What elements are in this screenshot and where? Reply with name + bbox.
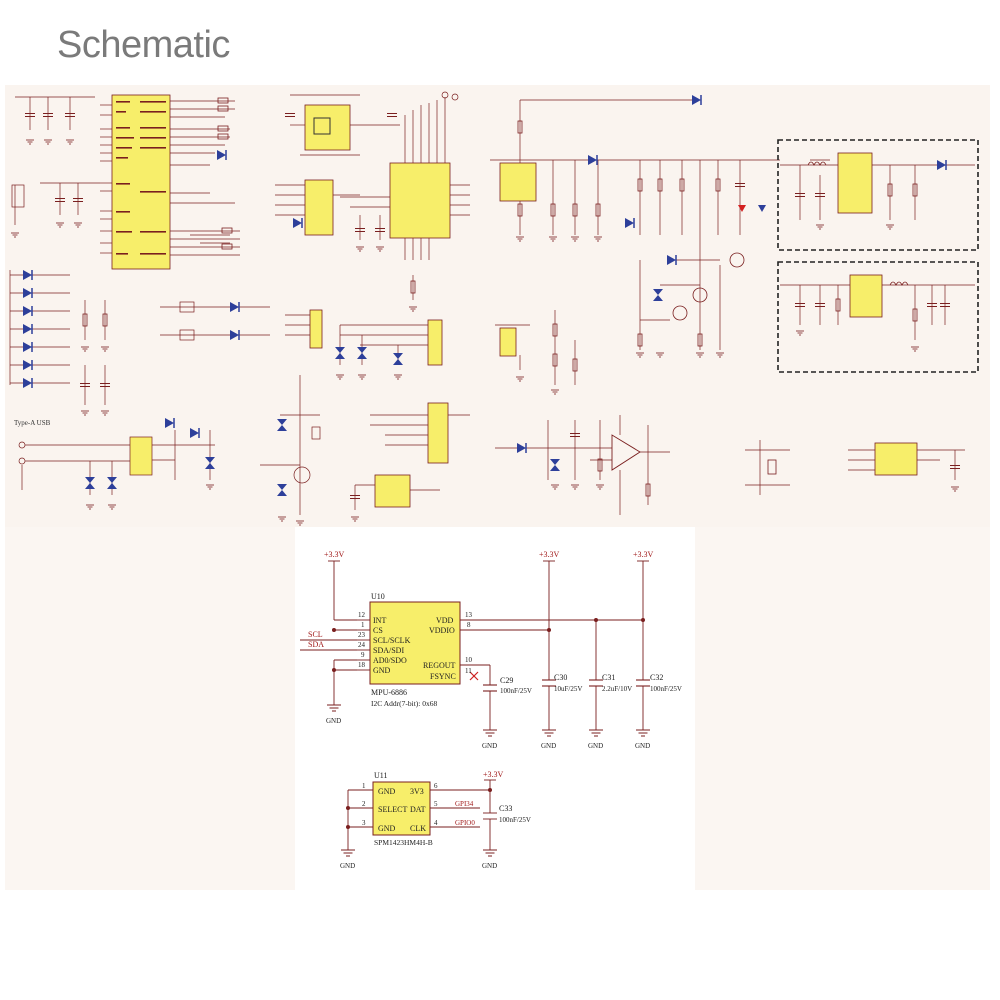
- u11-pin-name-l0: GND: [378, 787, 396, 796]
- net-label-gpi34: GPI34: [455, 800, 474, 808]
- u11-pin-num-r2: 4: [434, 819, 438, 827]
- u11-pin-num-l1: 2: [362, 800, 366, 808]
- u10-pin-name-r0: VDD: [436, 616, 454, 625]
- u10-pin-name-l0: INT: [373, 616, 386, 625]
- resistor-column: [495, 310, 578, 395]
- u10-pin-name-r2: REGOUT: [423, 661, 456, 670]
- u10-pin-name-l2: SCL/SCLK: [373, 636, 411, 645]
- u11-gnd-label-1: GND: [340, 862, 355, 870]
- u10-pin-num-l1: 1: [361, 621, 365, 629]
- u11-pin-num-r1: 5: [434, 800, 438, 808]
- c33-value: 100nF/25V: [499, 816, 531, 824]
- usb-connector-block: Type-A USB: [14, 417, 215, 510]
- u10-pin-name-l5: GND: [373, 666, 391, 675]
- ic-center-lower: [349, 402, 470, 522]
- u10-pin-num-r0: 13: [465, 611, 473, 619]
- u11-pin-name-r2: CLK: [410, 824, 426, 833]
- u10-power-label-1: +3.3V: [324, 550, 345, 559]
- u10-pin-name-l4: AD0/SDO: [373, 656, 407, 665]
- power-section: [490, 94, 780, 358]
- u10-i2c-note: I2C Addr(7-bit): 0x68: [371, 699, 437, 708]
- c30-value: 10uF/25V: [554, 685, 582, 693]
- tvs-diode-array: [9, 269, 111, 416]
- u10-gnd-label-2: GND: [482, 742, 497, 750]
- u10-pin-num-r2: 10: [465, 656, 473, 664]
- c32-value: 100nF/25V: [650, 685, 682, 693]
- u10-pin-num-l5: 18: [358, 661, 366, 669]
- schematic-sheet: Type-A USB: [0, 85, 1000, 890]
- boost-converter-box: [777, 139, 979, 251]
- c32-ref: C32: [650, 673, 663, 682]
- u10-block: +3.3V +3.3V +3.3V: [300, 550, 682, 750]
- transistor-block: [260, 375, 321, 526]
- opamp-block: [495, 415, 670, 515]
- mcu-block: [10, 94, 240, 270]
- u10-power-label-2: +3.3V: [539, 550, 560, 559]
- u10-gnd-label-3: GND: [541, 742, 556, 750]
- switch-pair-block: [160, 301, 270, 341]
- u11-pin-num-l2: 3: [362, 819, 366, 827]
- u10-pin-num-l4: 9: [361, 651, 365, 659]
- c29-ref: C29: [500, 676, 513, 685]
- connector-center: [285, 309, 443, 380]
- u10-pin-num-r1: 8: [467, 621, 471, 629]
- lower-center-sheet-area: [295, 527, 695, 890]
- net-label-scl: SCL: [308, 630, 323, 639]
- u10-pin-num-l0: 12: [358, 611, 366, 619]
- u10-gnd-label-1: GND: [326, 717, 341, 725]
- u10-pin-name-r3: FSYNC: [430, 672, 456, 681]
- u11-pin-name-r1: DAT: [410, 805, 426, 814]
- lower-left-sheet-area: [5, 527, 295, 890]
- ic-main-center: [340, 91, 470, 312]
- u10-pin-name-l3: SDA/SDI: [373, 646, 404, 655]
- c29-value: 100nF/25V: [500, 687, 532, 695]
- clock-caps-block: [745, 440, 790, 495]
- u11-pin-name-l2: GND: [378, 824, 396, 833]
- u11-pin-name-r0: 3V3: [410, 787, 424, 796]
- lower-right-sheet-area: [695, 527, 990, 890]
- u11-ref: U11: [374, 771, 387, 780]
- net-label-sda: SDA: [308, 640, 324, 649]
- u10-part-number: MPU-6886: [371, 688, 407, 697]
- u11-pin-num-l0: 1: [362, 782, 366, 790]
- c33-ref: C33: [499, 804, 512, 813]
- schematic-canvas: Type-A USB: [5, 85, 990, 890]
- net-label-gpio0: GPIO0: [455, 819, 475, 827]
- c31-value: 2.2uF/10V: [602, 685, 632, 693]
- c31-ref: C31: [602, 673, 615, 682]
- ic-right-lower: [848, 442, 965, 492]
- u10-gnd-label-5: GND: [635, 742, 650, 750]
- u10-gnd-label-4: GND: [588, 742, 603, 750]
- ic-left-center: [275, 179, 360, 236]
- u10-pin-num-l2: 23: [358, 631, 366, 639]
- u10-pin-name-l1: CS: [373, 626, 383, 635]
- buck-converter-box: [777, 261, 979, 373]
- oscillator-block: [284, 94, 400, 156]
- c30-ref: C30: [554, 673, 567, 682]
- u11-block: +3.3V U11 1 GND 2 SELECT 3 GND 6 3V3 5 D…: [340, 770, 531, 870]
- page-title: Schematic: [57, 24, 230, 66]
- usb-label: Type-A USB: [14, 419, 51, 427]
- u11-part-number: SPM1423HM4H-B: [374, 838, 433, 847]
- u11-pin-name-l1: SELECT: [378, 805, 407, 814]
- u11-gnd-label-2: GND: [482, 862, 497, 870]
- u10-pin-name-r1: VDDIO: [429, 626, 455, 635]
- u10-power-label-3: +3.3V: [633, 550, 654, 559]
- u10-pin-num-l3: 24: [358, 641, 366, 649]
- u11-pin-num-r0: 6: [434, 782, 438, 790]
- u11-power-label: +3.3V: [483, 770, 504, 779]
- u10-ref: U10: [371, 592, 385, 601]
- u10-pin-num-r3: 11: [465, 667, 472, 675]
